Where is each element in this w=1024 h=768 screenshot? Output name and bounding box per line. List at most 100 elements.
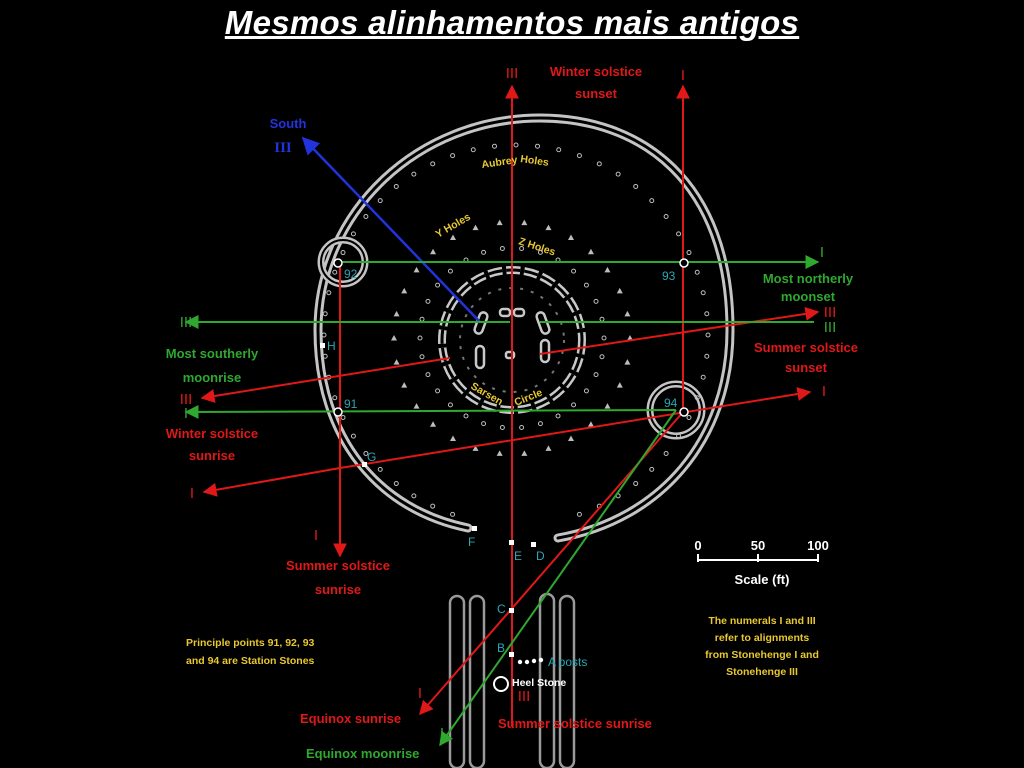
y-hole [604, 403, 611, 409]
numeral-i-equinox: I [418, 685, 422, 702]
point-d-label: D [536, 549, 545, 563]
aubrey-hole [492, 143, 498, 149]
y-hole [401, 382, 408, 388]
y-hole [401, 287, 408, 294]
y-hole [413, 403, 420, 409]
winter-solstice-sunset-label-2: sunset [575, 86, 618, 101]
z-hole [499, 425, 505, 431]
numeral-i-right: I [822, 383, 826, 400]
point-93-label: 93 [662, 269, 676, 283]
aubrey-hole [534, 143, 540, 149]
y-hole [545, 224, 552, 231]
aubrey-hole [615, 171, 621, 177]
z-hole [571, 268, 577, 274]
heel-stone-label: Heel Stone [512, 677, 566, 689]
aubrey-hole [649, 198, 655, 204]
aubrey-hole [322, 353, 328, 359]
scale-bar [697, 554, 819, 562]
marker-points [320, 343, 544, 665]
point-91-label: 91 [344, 397, 358, 411]
scale-50: 50 [751, 538, 765, 553]
z-hole [435, 282, 441, 288]
south-label: South [270, 116, 307, 131]
summer-solstice-sunset-label: Summer solstice [754, 340, 858, 355]
winter-solstice-sunset-label: Winter solstice [550, 64, 642, 79]
numeral-iii-right: III [824, 304, 837, 321]
aubrey-hole [704, 311, 710, 317]
z-holes-label: Z Holes [517, 235, 557, 258]
aubrey-hole [686, 414, 692, 420]
z-hole [555, 413, 561, 419]
numeral-iii-left: III [180, 391, 193, 408]
y-hole [413, 266, 420, 273]
z-hole [583, 282, 589, 288]
aubrey-holes-label-2: Holes [520, 153, 550, 169]
y-hole [430, 248, 437, 255]
y-hole [472, 224, 479, 231]
green-alignment-lines [184, 255, 820, 747]
point-c-label: C [497, 602, 506, 616]
numeral-i-left-lower: I [190, 485, 194, 502]
aubrey-hole [363, 450, 369, 456]
y-hole [616, 382, 623, 388]
z-hole [599, 316, 605, 322]
z-hole [519, 245, 525, 251]
numerals-note-line-4: Stonehenge III [726, 666, 798, 678]
y-hole [624, 359, 631, 365]
aubrey-hole [513, 142, 519, 148]
z-hole [481, 249, 487, 255]
aubrey-hole [332, 395, 338, 401]
summer-solstice-sunrise-bottom-label: Summer solstice sunrise [498, 716, 652, 731]
y-hole [587, 421, 594, 427]
point-g-label: G [367, 450, 376, 464]
aubrey-holes-ring [321, 142, 711, 517]
z-hole [599, 354, 605, 360]
aubrey-hole [322, 311, 328, 317]
aubrey-hole [704, 353, 710, 359]
y-hole [472, 445, 479, 451]
numeral-i-green-bottom: I [440, 725, 444, 742]
y-hole [521, 219, 528, 226]
aubrey-hole [694, 269, 700, 275]
aubrey-holes-label: Aubrey [481, 154, 519, 171]
winter-solstice-sunrise-label: Winter solstice [166, 426, 258, 441]
z-hole [571, 402, 577, 408]
y-hole [393, 310, 400, 317]
point-b-label: B [497, 641, 505, 655]
aubrey-hole [663, 214, 669, 220]
z-holes-ring [417, 245, 607, 431]
most-southerly-moonrise-label-2: moonrise [183, 370, 242, 385]
most-northerly-moonset-label-2: moonset [781, 289, 836, 304]
equinox-moonrise-label: Equinox moonrise [306, 746, 419, 761]
aubrey-hole [340, 414, 346, 420]
y-hole [450, 234, 456, 241]
numeral-i-green-left: I [184, 405, 188, 422]
z-hole [593, 298, 599, 304]
point-92-label: 92 [344, 267, 358, 281]
z-hole [481, 421, 487, 427]
aubrey-hole [700, 374, 706, 380]
y-hole [496, 219, 503, 226]
point-f-label: F [468, 535, 475, 549]
y-hole [545, 445, 552, 451]
numeral-i-green-right: I [820, 244, 824, 261]
aubrey-hole [350, 433, 356, 439]
y-hole [624, 310, 631, 317]
winter-solstice-sunrise-label-2: sunrise [189, 448, 235, 463]
y-hole [393, 359, 400, 365]
numerals-note-line-1: The numerals I and III [708, 615, 815, 627]
aubrey-hole [326, 290, 332, 296]
station-note-line-1: Principle points 91, 92, 93 [186, 637, 315, 649]
y-hole [496, 450, 503, 456]
aubrey-hole [663, 450, 669, 456]
z-hole [537, 249, 543, 255]
equinox-sunrise-label: Equinox sunrise [300, 711, 401, 726]
z-hole [463, 413, 469, 419]
y-hole [568, 435, 574, 441]
numeral-i-bottom-left: I [314, 527, 318, 544]
aubrey-hole [363, 214, 369, 220]
aubrey-hole [450, 153, 456, 159]
page-title: Mesmos alinhamentos mais antigos [224, 4, 800, 41]
outer-bank [313, 113, 735, 543]
numeral-iii-green-right: III [824, 319, 837, 336]
